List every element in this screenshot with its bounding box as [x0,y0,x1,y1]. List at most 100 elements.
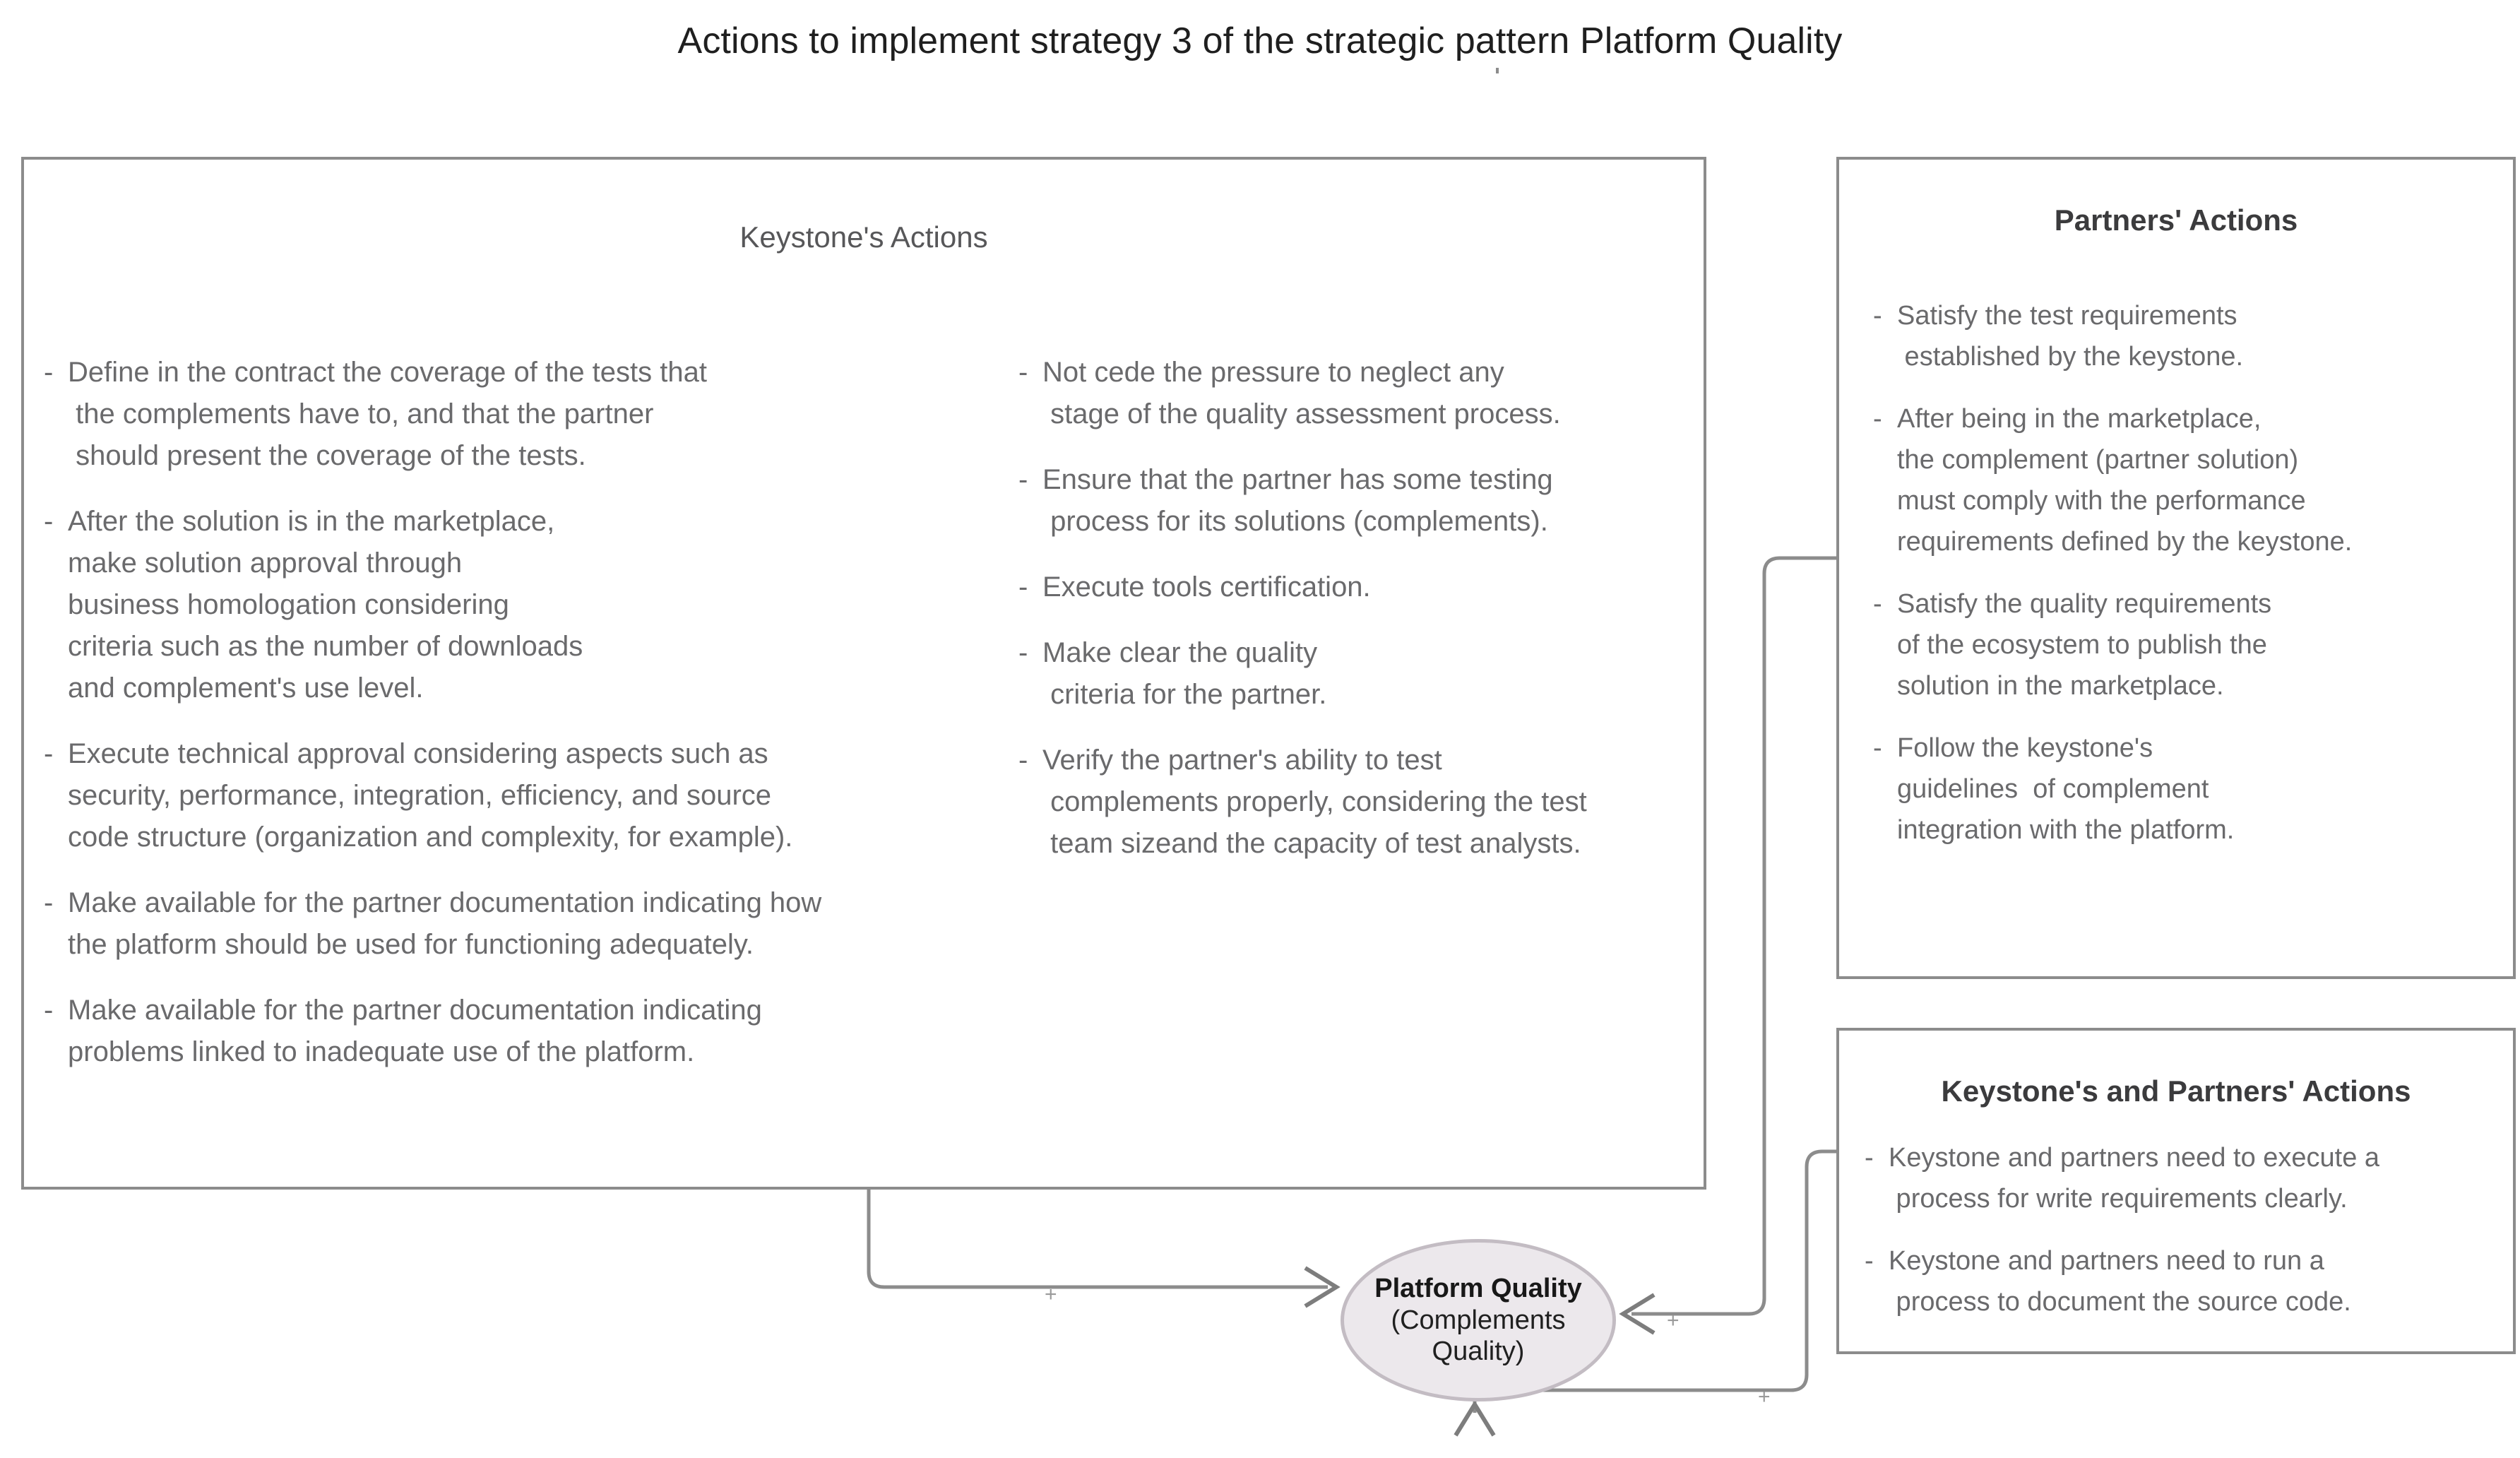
platform-quality-node-line-1: Platform Quality [1374,1273,1582,1303]
bullet-text: Satisfy the test requirements establishe… [1897,295,2495,377]
bullet-text-line: Follow the keystone's [1897,733,2153,763]
bullet-text: Not cede the pressure to neglect any sta… [1042,352,1689,435]
bullet-text-line: security, performance, integration, effi… [68,780,772,811]
bullet-text-line: criteria such as the number of downloads [68,631,583,662]
bullet-dash: - [1873,589,1882,619]
keystone-actions-column-1: -Define in the contract the coverage of … [44,352,983,1097]
bullet-item: -Make clear the quality criteria for the… [1018,632,1689,716]
bullet-dash: - [1865,1246,1874,1276]
bullet-item: -Execute tools certification. [1018,567,1689,608]
connector-label-keystone-plus: + [1045,1283,1057,1306]
partners-actions-box: Partners' Actions [1836,157,2516,979]
bullet-text: Make available for the partner documenta… [68,882,983,966]
bullet-item: -Keystone and partners need to execute a… [1865,1137,2500,1219]
bullet-text: Satisfy the quality requirements of the e… [1897,583,2495,706]
bullet-text-line: established by the keystone. [1897,342,2244,372]
bullet-text-line: integration with the platform. [1897,815,2235,845]
bullet-item: -Satisfy the test requirements establish… [1873,295,2495,377]
bullet-text-line: process for write requirements clearly. [1889,1184,2348,1214]
bullet-item: -Make available for the partner document… [44,990,983,1073]
bullet-item: -Satisfy the quality requirements of the … [1873,583,2495,706]
bullet-item: -After the solution is in the marketplac… [44,501,983,709]
bullet-text-line: Keystone and partners need to run a [1889,1246,2324,1276]
bullet-text: Keystone and partners need to execute a … [1889,1137,2500,1219]
bullet-text: Make clear the quality criteria for the … [1042,632,1689,716]
bullet-text: Ensure that the partner has some testing… [1042,459,1689,543]
platform-quality-node-line-2: (Complements [1391,1305,1566,1335]
bullet-dash: - [44,357,54,388]
bullet-text-line: and complement's use level. [68,672,424,704]
bullet-dash: - [1018,464,1028,495]
bullet-text-line: process to document the source code. [1889,1287,2351,1317]
bullet-item: -Ensure that the partner has some testin… [1018,459,1689,543]
bullet-item: -Define in the contract the coverage of … [44,352,983,477]
bullet-text-line: the platform should be used for function… [68,929,754,960]
arrowhead-keystone [1304,1266,1341,1308]
bullet-dash: - [1018,357,1028,388]
bullet-dash: - [1873,301,1882,331]
connector-keystone-to-node [867,1190,1328,1289]
bullet-text: Make available for the partner documenta… [68,990,983,1073]
bullet-text-line: Satisfy the test requirements [1897,301,2237,331]
bullet-text: Execute technical approval considering a… [68,733,983,858]
bullet-text-line: Execute technical approval considering a… [68,738,768,769]
partners-actions-list: -Satisfy the test requirements establish… [1873,295,2495,872]
keystone-actions-column-2: -Not cede the pressure to neglect any st… [1018,352,1689,889]
bullet-text: Define in the contract the coverage of t… [68,352,983,477]
bullet-text-line: complements properly, considering the te… [1042,786,1587,817]
bullet-text: Execute tools certification. [1042,567,1689,608]
bullet-text-line: stage of the quality assessment process. [1042,398,1561,429]
page-title: Actions to implement strategy 3 of the s… [677,20,1843,61]
bullet-text: After the solution is in the marketplace… [68,501,983,709]
bullet-text-line: problems linked to inadequate use of the… [68,1036,695,1067]
bullet-text-line: requirements defined by the keystone. [1897,527,2353,557]
bullet-item: -Make available for the partner document… [44,882,983,966]
arrowhead-joint [1454,1400,1496,1437]
bullet-text-line: of the ecosystem to publish the [1897,630,2267,660]
bullet-text-line: process for its solutions (complements). [1042,506,1548,537]
bullet-text-line: Verify the partner's ability to test [1042,745,1442,776]
bullet-dash: - [44,995,54,1026]
bullet-text-line: business homologation considering [68,589,509,620]
bullet-item: -Execute technical approval considering … [44,733,983,858]
connector-label-partners-plus: + [1667,1309,1680,1332]
connector-label-joint-plus: + [1758,1385,1771,1409]
bullet-text-line: solution in the marketplace. [1897,671,2224,701]
bullet-text-line: Make available for the partner documenta… [68,887,822,918]
bullet-text-line: criteria for the partner. [1042,679,1327,710]
bullet-text-line: Keystone and partners need to execute a [1889,1143,2380,1173]
platform-quality-node: Platform Quality (Complements Quality) [1341,1239,1616,1401]
bullet-text: Keystone and partners need to run a proc… [1889,1240,2500,1322]
bullet-text-line: Make clear the quality [1042,637,1318,668]
bullet-item: -Keystone and partners need to run a pro… [1865,1240,2500,1322]
bullet-text-line: Execute tools certification. [1042,571,1371,603]
joint-actions-box: Keystone's and Partners' Actions [1836,1028,2516,1354]
bullet-dash: - [1018,637,1028,668]
bullet-text: After being in the marketplace,the compl… [1897,398,2495,562]
joint-actions-title: Keystone's and Partners' Actions [1941,1074,2411,1108]
keystone-actions-box: Keystone's Actions [21,157,1706,1190]
bullet-dash: - [1018,571,1028,603]
bullet-text-line: Make available for the partner documenta… [68,995,762,1026]
bullet-text-line: Not cede the pressure to neglect any [1042,357,1504,388]
bullet-dash: - [44,506,54,537]
bullet-dash: - [44,738,54,769]
bullet-dash: - [1865,1143,1874,1173]
bullet-text-line: Define in the contract the coverage of t… [68,357,707,388]
bullet-item: -After being in the marketplace,the comp… [1873,398,2495,562]
bullet-dash: - [44,887,54,918]
bullet-dash: - [1873,404,1882,434]
bullet-text-line: After being in the marketplace, [1897,404,2262,434]
bullet-text-line: must comply with the performance [1897,486,2306,516]
bullet-text-line: team sizeand the capacity of test analys… [1042,828,1581,859]
arrowhead-partners [1619,1293,1656,1335]
joint-actions-list: -Keystone and partners need to execute a… [1865,1137,2500,1344]
partners-actions-title: Partners' Actions [2054,203,2298,237]
title-artifact-dot [1496,68,1499,73]
bullet-item: -Not cede the pressure to neglect any st… [1018,352,1689,435]
platform-quality-node-line-3: Quality) [1432,1336,1525,1367]
bullet-text-line: Satisfy the quality requirements [1897,589,2272,619]
